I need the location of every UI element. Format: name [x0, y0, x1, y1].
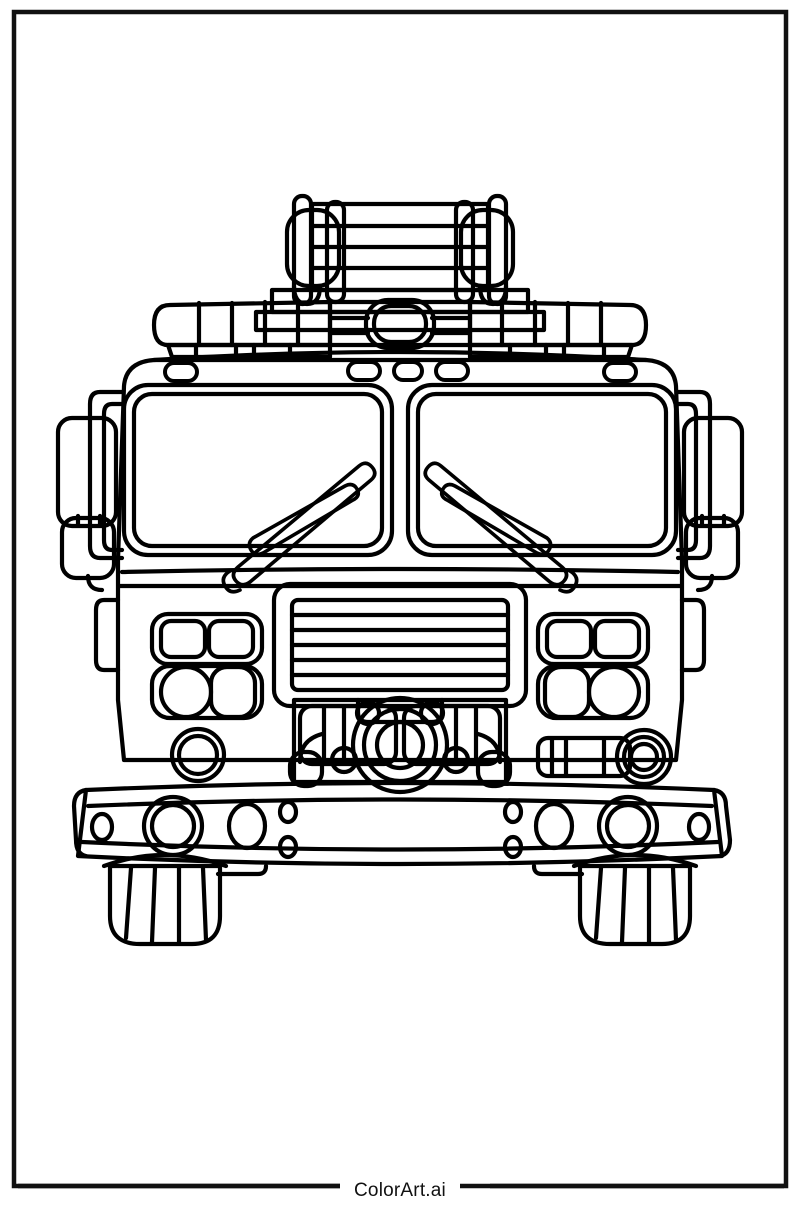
fog-light-left — [169, 726, 227, 784]
page-border — [11, 9, 789, 1189]
wheel-left — [101, 852, 269, 947]
wiper-right — [423, 461, 579, 594]
wheel-right — [531, 852, 699, 947]
fender-marker-left — [93, 597, 121, 673]
roof-marker-lights — [163, 360, 638, 383]
hose-connector-right — [535, 735, 633, 779]
pump-panel — [287, 695, 513, 795]
headlight-cluster-left — [149, 611, 265, 721]
fire-truck-drawing — [55, 193, 745, 947]
mirror-right — [675, 389, 745, 593]
grille — [271, 581, 529, 709]
front-bumper — [71, 780, 733, 867]
fog-light-right — [614, 727, 674, 787]
fender-marker-right — [679, 597, 707, 673]
mirror-left — [55, 389, 125, 593]
wiper-left — [221, 461, 377, 594]
headlight-cluster-right — [535, 611, 651, 721]
cab-body — [115, 349, 685, 763]
